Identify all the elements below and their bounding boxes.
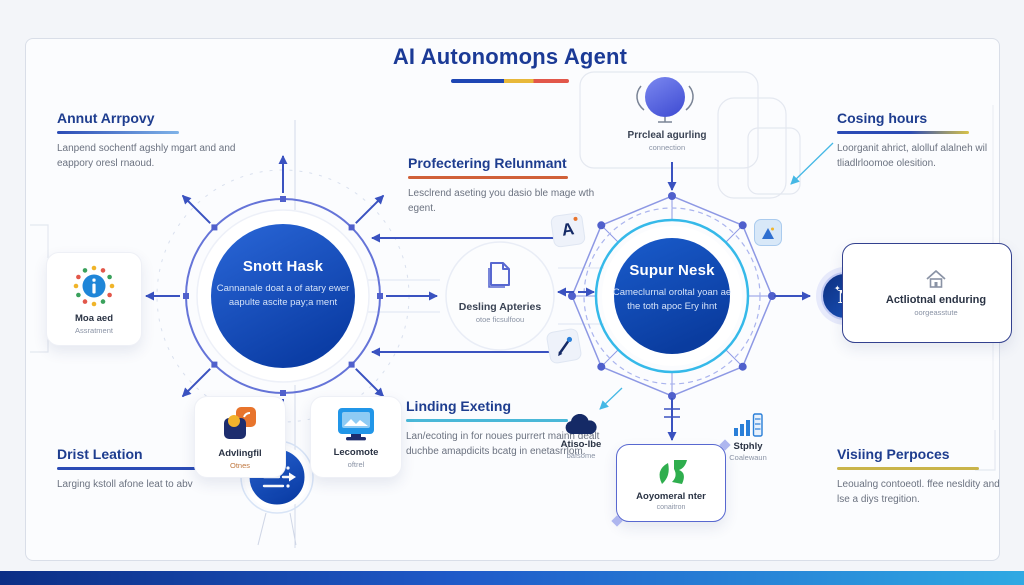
card-title: Lecomote [333, 446, 379, 458]
document-icon [488, 262, 510, 288]
globe-orbit-icon [636, 77, 694, 123]
green-leaf-logo-icon [659, 459, 687, 484]
heading-rule [406, 419, 568, 422]
globe-node-label: Prrcleal agurling connection [612, 130, 722, 152]
left-circle-node: Snott Hask Cannanale doat a of atary ewe… [216, 258, 350, 311]
node-body: Cameclurnal oroltal yoan ae the toth apo… [612, 287, 732, 313]
info-wheel-icon [73, 265, 115, 306]
section-body: Lan/ecoting in for noues purrert mainn d… [406, 430, 600, 457]
house-icon [926, 270, 946, 288]
section-body: Leoualng contoeotl. ffee nesldity and ls… [837, 478, 1000, 505]
card-subtitle: Otnes [229, 460, 250, 470]
node-body: Cannanale doat a of atary ewer aapulte a… [216, 283, 350, 309]
pen-tool-chip [545, 327, 583, 365]
left-circle-graphic [145, 155, 438, 444]
svg-text:✦: ✦ [834, 284, 841, 293]
card-title: Moa aed [74, 312, 113, 324]
section-body: Lanpend sochentf agshly mgart and and ea… [57, 142, 236, 169]
section-profectering: Profectering Relunmant Lesclrend aseting… [408, 155, 603, 216]
triangle-chip [754, 219, 782, 246]
node-title: Prrcleal agurling [627, 130, 707, 141]
cross-arrows [371, 233, 595, 357]
accent-dot [573, 216, 578, 222]
heading-rule [408, 176, 568, 179]
section-heading: Drist Leation [57, 446, 143, 462]
page-title: AI Autonomoɲs Agent [392, 44, 628, 69]
center-node: Desling Apteries otoe ficsulfoou [440, 260, 560, 324]
card-moa: Moa aed Assratment [46, 252, 142, 346]
monitor-image-icon [338, 407, 374, 440]
marker-a-chip: A [549, 211, 587, 249]
section-vising: Visiing Perpoces Leoualng contoeotl. ffe… [837, 446, 1007, 507]
right-circle-node: Supur Nesk Cameclurnal oroltal yoan ae t… [609, 262, 735, 315]
node-subtitle: connection [648, 143, 686, 152]
section-heading: Annut Arrpovy [57, 110, 155, 126]
card-subtitle: Assratment [75, 325, 113, 335]
card-lecomote: Lecomote oftrel [310, 396, 402, 478]
section-cosing: Cosing hours Loorganit ahrict, alolluf a… [837, 110, 1002, 171]
node-title: Supur Nesk [629, 262, 715, 279]
node-subtitle: bafsome [566, 451, 596, 460]
node-title: Stphly [733, 441, 763, 452]
section-body: Loorganit ahrict, alolluf alalneh wil tl… [837, 142, 988, 169]
card-title: Aoyomeral nter [636, 490, 706, 502]
card-subtitle: oorgeasstute [914, 308, 958, 317]
section-heading: Linding Exeting [406, 398, 511, 414]
callout-arrows [599, 142, 834, 410]
node-stphly: Stphly Coalewaun [716, 412, 780, 462]
overlapping-squares-icon [224, 406, 256, 439]
node-atiso: Atiso-lbe bafsome [550, 414, 612, 460]
section-heading: Visiing Perpoces [837, 446, 950, 462]
section-heading: Profectering Relunmant [408, 155, 567, 171]
card-subtitle: oftrel [347, 459, 365, 469]
title-block: AI Autonomoɲs Agent [330, 44, 690, 83]
card-title: Actliotnal enduring [885, 294, 987, 306]
heading-rule [57, 467, 209, 470]
title-underline [451, 79, 569, 83]
bottom-accent-bar [0, 571, 1024, 585]
pen-tool-icon [558, 336, 573, 357]
heading-rule [837, 131, 969, 134]
card-subtitle: conaitron [656, 503, 686, 511]
node-title: Desling Apteries [458, 301, 542, 313]
card-actliotnal: Actliotnal enduring oorgeasstute [842, 243, 1012, 343]
section-heading: Cosing hours [837, 110, 928, 126]
node-subtitle: otoe ficsulfoou [475, 315, 525, 324]
section-linding: Linding Exeting Lan/ecoting in for noues… [406, 398, 606, 459]
right-circle-graphic [568, 162, 811, 441]
node-title: Atiso-lbe [560, 439, 602, 450]
node-subtitle: Coalewaun [729, 453, 767, 462]
section-annut: Annut Arrpovy Lanpend sochentf agshly mg… [57, 110, 242, 171]
card-advlingfil: Advlingfil Otnes [194, 396, 286, 478]
heading-rule [837, 467, 979, 470]
node-title: Snott Hask [242, 258, 324, 275]
card-aoyomeral: Aoyomeral nter conaitron [611, 439, 731, 527]
center-circle-graphic [445, 241, 555, 351]
card-title: Advlingfil [218, 447, 262, 459]
section-drist: Drist Leation Larging kstoll afone leat … [57, 446, 242, 492]
section-body: Larging kstoll afone leat to abv [57, 478, 193, 490]
letter-a-icon: A [560, 219, 576, 240]
cloud-icon [565, 414, 597, 434]
heading-rule [57, 131, 179, 134]
section-body: Lesclrend aseting you dasio ble mage wth… [408, 187, 595, 214]
bar-chart-icon [734, 413, 763, 437]
triangle-play-icon [762, 227, 774, 239]
